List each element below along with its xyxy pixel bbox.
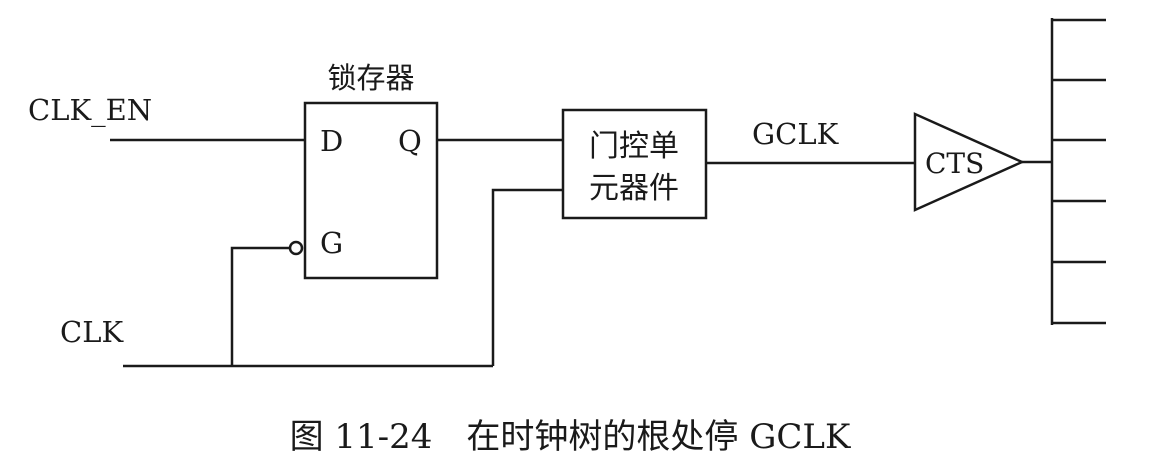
- latch-pin-q: Q: [398, 124, 422, 158]
- inverter-bubble: [288, 240, 304, 256]
- gating-cell-label-line1: 门控单: [589, 129, 679, 164]
- clk-label: CLK: [60, 315, 124, 349]
- gclk-label: GCLK: [752, 117, 840, 151]
- latch-title: 锁存器: [327, 61, 414, 95]
- latch-box: [303, 101, 439, 280]
- gating-cell-box: [561, 108, 708, 220]
- latch-pin-g: G: [320, 226, 343, 260]
- gating-cell-label-line2: 元器件: [589, 171, 679, 206]
- clk-to-gate-wire: [491, 188, 563, 366]
- cts-buffer: [913, 112, 1026, 212]
- figure-caption: 图 11-24 在时钟树的根处停 GCLK: [290, 417, 851, 457]
- clk-to-latch-g-wire: [230, 246, 290, 366]
- clk-en-label: CLK_EN: [28, 93, 152, 128]
- latch-pin-d: D: [320, 124, 343, 158]
- cts-label: CTS: [925, 147, 984, 180]
